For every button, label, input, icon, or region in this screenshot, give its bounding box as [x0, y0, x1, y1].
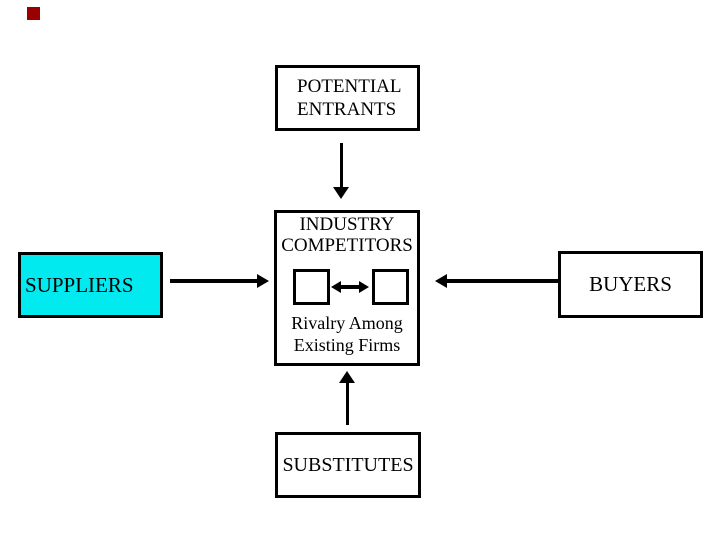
suppliers-arrow-shaft [170, 279, 260, 283]
buyers-label: BUYERS [589, 272, 672, 296]
rivalry-arrow-left-head-icon [331, 281, 341, 293]
rivalry-caption: Rivalry Among Existing Firms [291, 313, 403, 355]
entrants-arrow-shaft [340, 143, 343, 188]
entrants-arrow-head-icon [333, 187, 349, 199]
substitutes-box: SUBSTITUTES [275, 432, 421, 498]
potential-entrants-label: POTENTIAL ENTRANTS [297, 76, 401, 120]
industry-competitors-box: INDUSTRY COMPETITORS Rivalry Among Exist… [274, 210, 420, 366]
rivalry-arrow-right-head-icon [359, 281, 369, 293]
industry-competitors-title: INDUSTRY COMPETITORS [281, 214, 413, 256]
suppliers-box: SUPPLIERS [18, 252, 163, 318]
rival-firm-square-left [293, 269, 330, 305]
substitutes-label: SUBSTITUTES [282, 453, 414, 476]
substitutes-arrow-shaft [346, 382, 349, 425]
buyers-arrow-head-icon [435, 274, 447, 288]
rival-firm-square-right [372, 269, 409, 305]
potential-entrants-box: POTENTIAL ENTRANTS [275, 65, 420, 131]
suppliers-label: SUPPLIERS [25, 272, 134, 297]
suppliers-arrow-head-icon [257, 274, 269, 288]
buyers-box: BUYERS [558, 251, 703, 318]
buyers-arrow-shaft [446, 279, 558, 283]
rivalry-arrow-shaft [340, 285, 360, 289]
substitutes-arrow-head-icon [339, 371, 355, 383]
slide-corner-marker [27, 7, 40, 20]
